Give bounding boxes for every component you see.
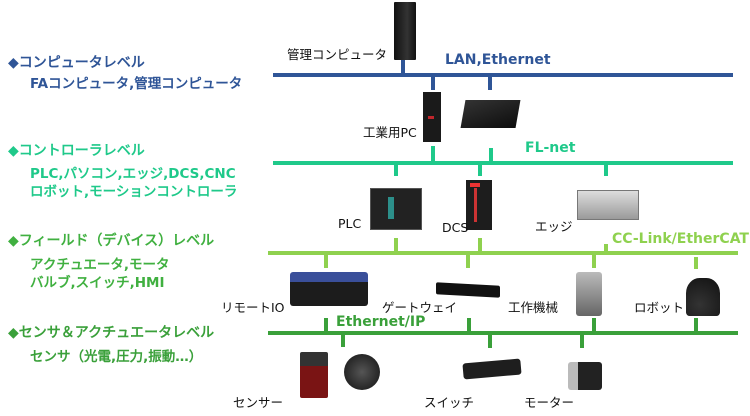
connector xyxy=(488,334,492,348)
industrial-pc-label: 工業用PC xyxy=(363,125,417,140)
connector xyxy=(467,318,471,332)
sensor-label: センサー xyxy=(233,395,284,410)
remote-io-label: リモートIO xyxy=(221,300,285,315)
management-computer-label: 管理コンピュータ xyxy=(287,47,388,62)
connector xyxy=(580,334,584,348)
level-controller-desc-2: ロボット,モーションコントローラ xyxy=(30,184,238,200)
connector xyxy=(324,254,328,268)
edge-label: エッジ xyxy=(535,219,573,234)
robot-label: ロボット xyxy=(634,300,685,315)
connector xyxy=(431,146,435,162)
connector xyxy=(592,318,596,332)
level-field-heading: ◆フィールド（デバイス）レベル xyxy=(8,233,215,249)
connector xyxy=(604,244,608,252)
machine-tool-image xyxy=(576,272,602,316)
dcs-label: DCS xyxy=(442,220,469,235)
edge-device-image xyxy=(577,190,639,220)
plc-image xyxy=(370,188,422,230)
connector xyxy=(466,254,470,268)
ethernet-ip-bus-line xyxy=(268,331,738,335)
fl-net-bus-line xyxy=(273,161,733,165)
connector xyxy=(324,318,328,332)
connector xyxy=(488,76,492,90)
pressure-sensor-image xyxy=(344,354,380,390)
cc-link-bus-line xyxy=(268,251,738,255)
remote-io-image xyxy=(290,272,368,306)
gateway-image xyxy=(436,282,500,298)
connector xyxy=(489,148,493,162)
ethernet-ip-label: Ethernet/IP xyxy=(336,314,426,330)
lan-ethernet-label: LAN,Ethernet xyxy=(445,52,551,68)
connector xyxy=(694,257,698,269)
level-field-desc-2: バルブ,スイッチ,HMI xyxy=(30,275,165,291)
motor-label: モーター xyxy=(524,395,575,410)
connector xyxy=(431,76,435,90)
connector xyxy=(341,334,345,347)
switch-label: スイッチ xyxy=(424,395,475,410)
connector xyxy=(394,238,398,252)
industrial-pc-tower-image xyxy=(423,92,441,142)
level-sensor-desc: センサ（光電,圧力,振動…） xyxy=(30,349,203,365)
robot-arm-image xyxy=(686,278,720,316)
gateway-label: ゲートウェイ xyxy=(382,300,458,315)
server-tower-image xyxy=(394,2,416,60)
level-controller-desc-1: PLC,パソコン,エッジ,DCS,CNC xyxy=(30,166,236,182)
motor-image xyxy=(568,362,602,390)
photoelectric-sensor-image xyxy=(300,352,328,398)
level-computer-heading: ◆コンピュータレベル xyxy=(8,55,145,71)
plc-label: PLC xyxy=(338,216,362,231)
level-computer-desc: FAコンピュータ,管理コンピュータ xyxy=(30,76,243,92)
connector xyxy=(478,238,482,252)
connector xyxy=(592,254,596,268)
level-sensor-heading: ◆センサ＆アクチュエータレベル xyxy=(8,325,215,341)
connector xyxy=(694,318,698,332)
connector xyxy=(604,164,608,176)
fl-net-label: FL-net xyxy=(525,140,576,156)
level-controller-heading: ◆コントローラレベル xyxy=(8,143,145,159)
switch-image xyxy=(462,358,522,380)
lan-bus-line xyxy=(273,73,733,77)
level-field-desc-1: アクチュエータ,モータ xyxy=(30,257,170,273)
connector xyxy=(478,164,482,176)
dcs-controller-image xyxy=(466,180,492,230)
connector xyxy=(401,60,405,74)
box-pc-image xyxy=(460,100,521,128)
cc-link-ethercat-label: CC-Link/EtherCAT xyxy=(612,231,749,247)
connector xyxy=(394,164,398,176)
machine-tool-label: 工作機械 xyxy=(508,300,559,315)
